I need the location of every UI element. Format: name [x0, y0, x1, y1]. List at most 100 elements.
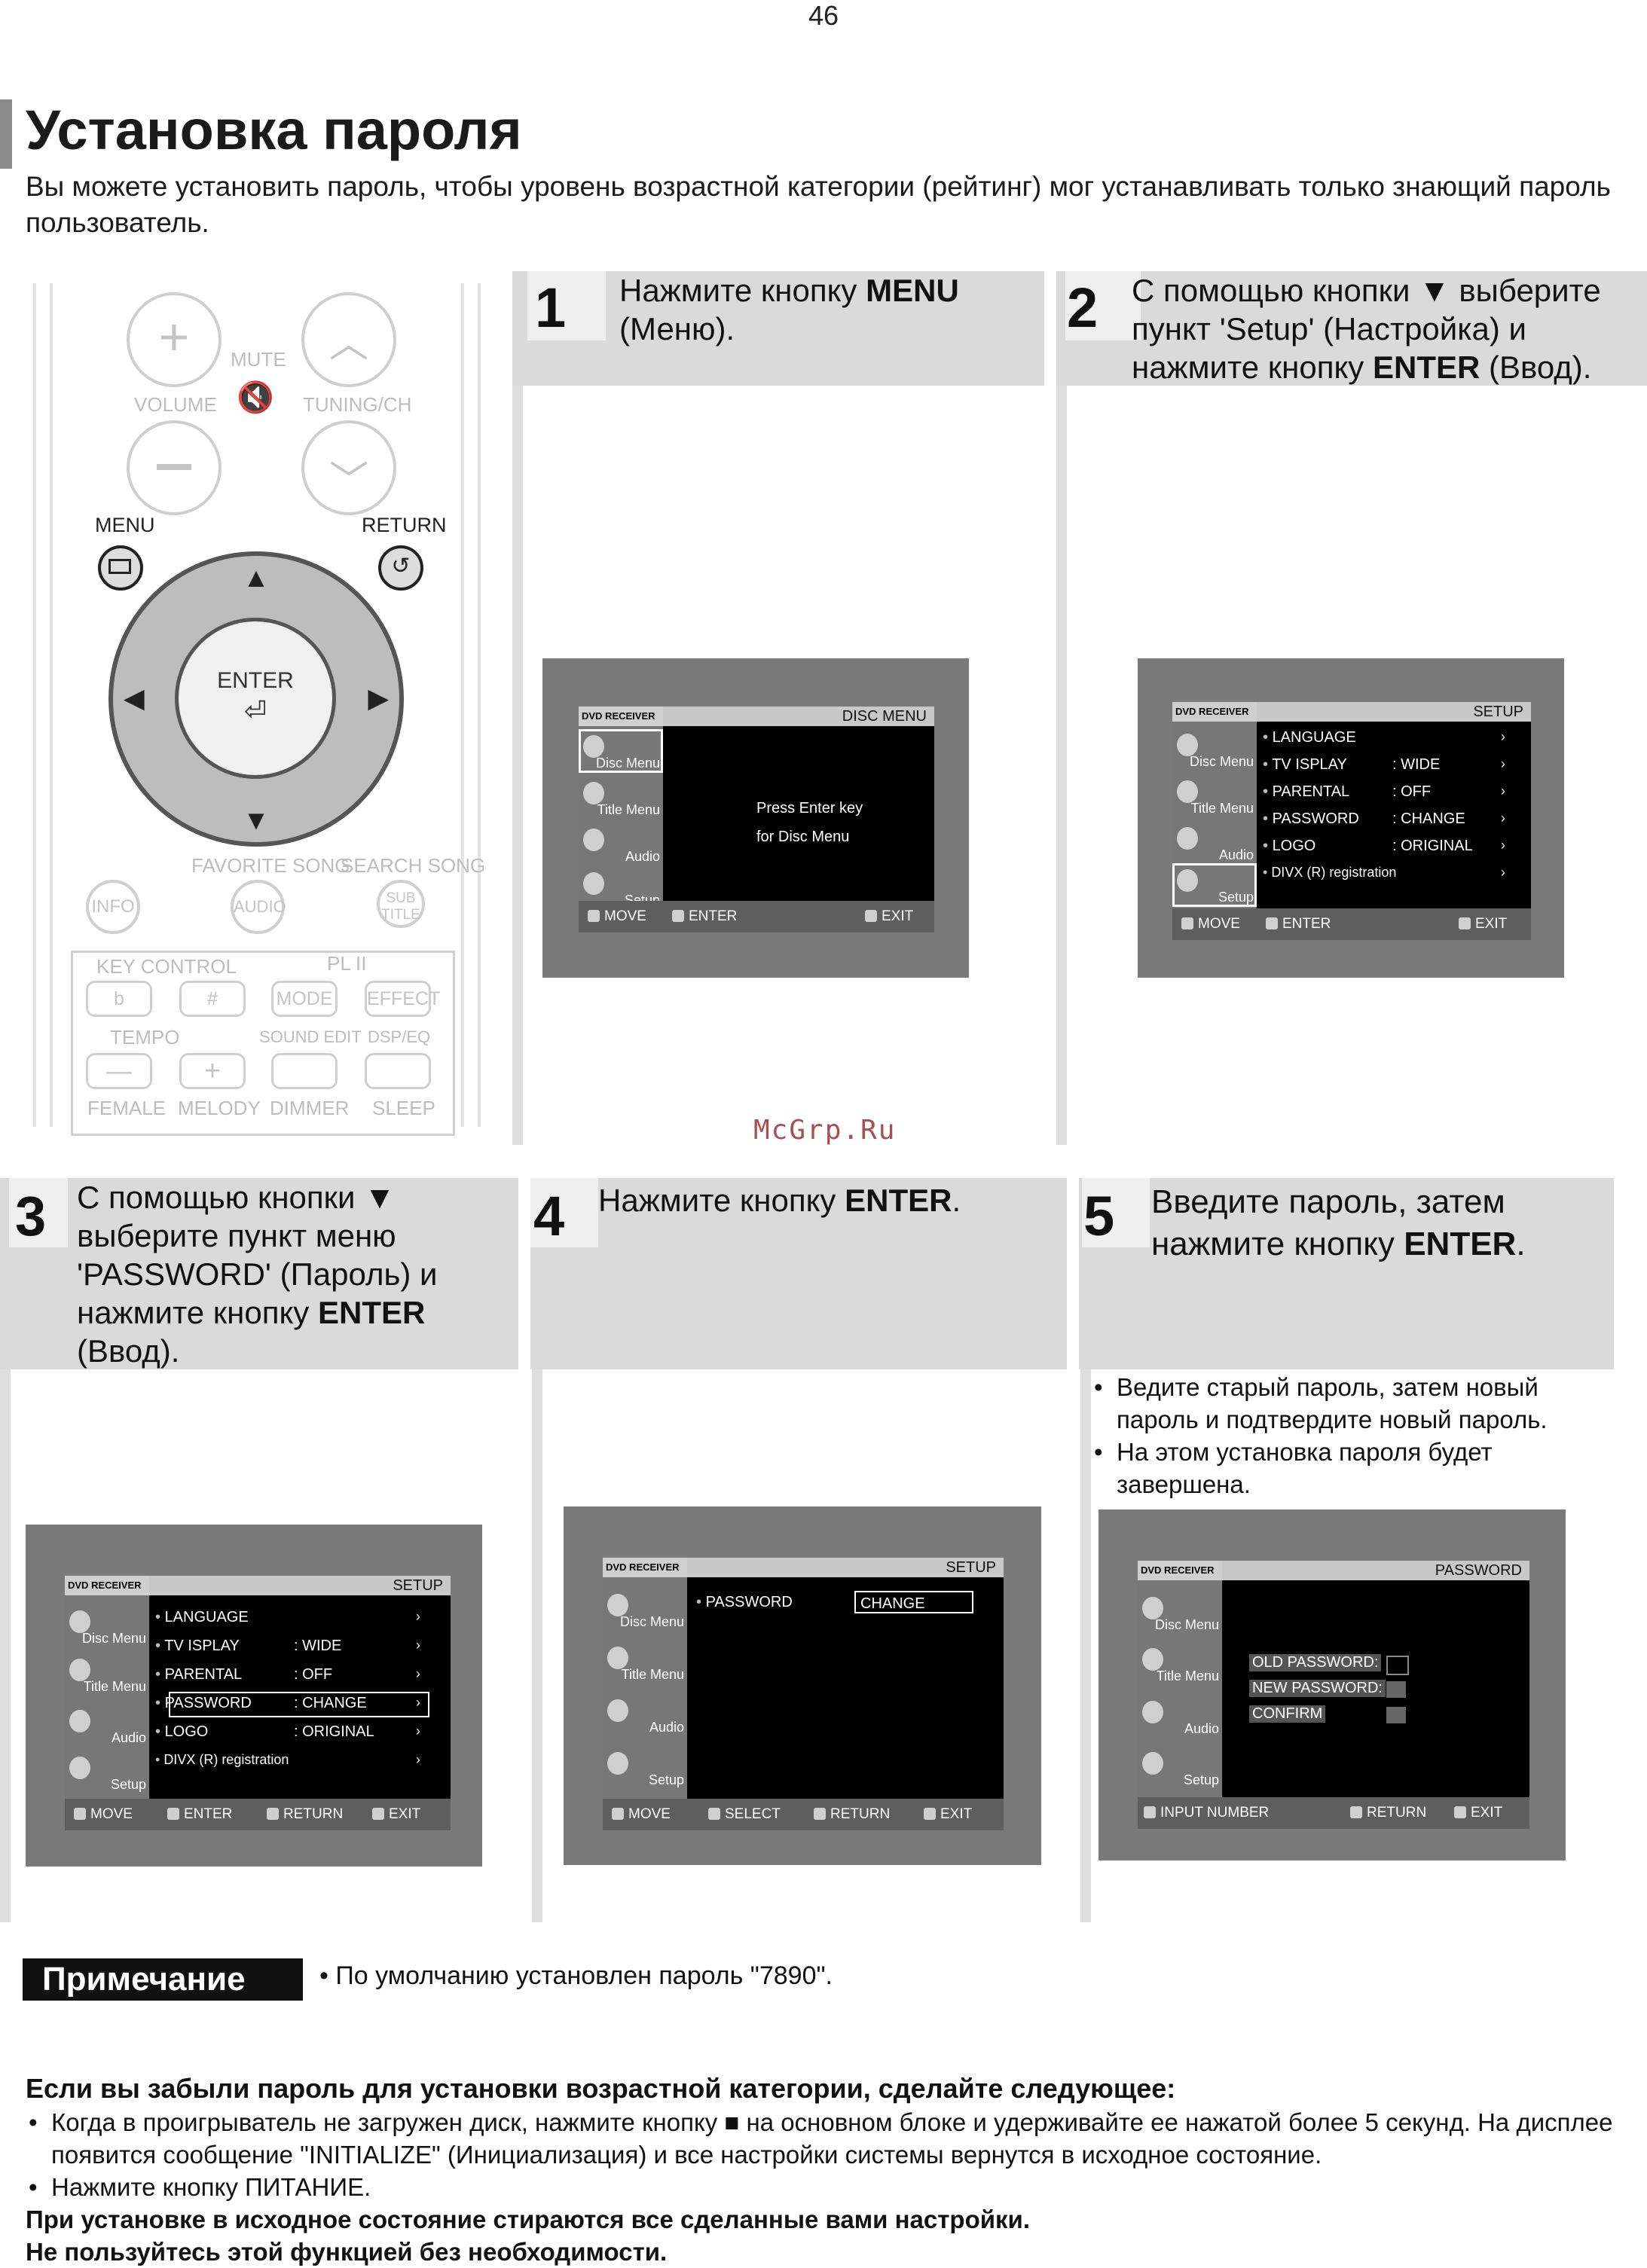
value-change: CHANGE	[294, 1695, 367, 1712]
gear-icon	[69, 1757, 90, 1779]
step-text-pre: Нажмите кнопку	[619, 273, 866, 308]
tv-screen: DVD RECEIVER SETUP Disc Menu Title Menu …	[603, 1558, 1004, 1830]
sidebar-item-setup: Setup	[1172, 863, 1257, 907]
old-password-field	[1386, 1656, 1409, 1675]
menu-label: MENU	[95, 514, 155, 536]
tv-screen: DVD RECEIVER DISC MENU Disc Menu Title M…	[579, 707, 934, 933]
chevron-up-icon: ︿	[328, 322, 368, 366]
footer-exit: EXIT	[1459, 916, 1507, 933]
tempo-label: TEMPO	[110, 1026, 180, 1049]
step-text: Нажмите кнопку ENTER.	[598, 1181, 1058, 1219]
step-2-column-line	[1056, 386, 1067, 1145]
gear-icon	[583, 872, 604, 895]
navigation-ring: ▲ ▼ ◀ ▶ ENTER ⏎	[108, 551, 404, 847]
sidebar-item-label: Audio	[1184, 1721, 1219, 1736]
remote-edge-line	[50, 283, 53, 1127]
menu-item-password: PASSWORD	[696, 1594, 793, 1611]
sidebar-item-audio: Audio	[1138, 1695, 1222, 1738]
sidebar-item-label: Title Menu	[83, 1679, 146, 1694]
step-text-pre: С помощью кнопки ▼ выберите пункт меню '…	[77, 1180, 438, 1330]
menu-item-tv-display: TV ISPLAY	[155, 1638, 240, 1655]
sidebar-item-label: Disc Menu	[1189, 754, 1254, 769]
footer-exit: EXIT	[1454, 1805, 1502, 1821]
step-text-key: ENTER	[1372, 350, 1480, 385]
screen-brand: DVD RECEIVER	[1138, 1561, 1222, 1580]
step-1-header: 1 Нажмите кнопку MENU (Меню).	[512, 271, 1044, 386]
screen-message: Press Enter key	[756, 800, 863, 817]
volume-down-button	[127, 420, 222, 515]
menu-item-divx: DIVX (R) registration	[155, 1752, 289, 1768]
note-label: Примечание	[23, 1958, 303, 2001]
new-password-label: NEW PASSWORD:	[1249, 1680, 1386, 1697]
step-text: С помощью кнопки ▼ выберите пункт 'Setup…	[1132, 271, 1644, 386]
speaker-icon	[69, 1710, 90, 1732]
step-5-note: На этом установка пароля будет завершена…	[1089, 1436, 1617, 1500]
tuning-down-button: ﹀	[301, 420, 396, 515]
menu-button	[98, 545, 143, 591]
page-number: 46	[808, 0, 839, 31]
menu-item-tv-display: TV ISPLAY	[1263, 756, 1347, 774]
step-number: 3	[15, 1185, 47, 1247]
return-label: RETURN	[362, 514, 447, 536]
screen-header: SETUP	[1257, 702, 1531, 722]
screen-brand: DVD RECEIVER	[579, 707, 663, 726]
step-text-key: MENU	[866, 273, 959, 308]
sidebar-item-label: Disc Menu	[619, 1614, 684, 1629]
tuning-label: TUNING/CH	[303, 393, 412, 416]
footer-enter: ENTER	[167, 1806, 232, 1823]
step-5-notes: Ведите старый пароль, затем новый пароль…	[1089, 1371, 1617, 1500]
arrow-up-icon: ▲	[243, 562, 270, 593]
plus-icon: +	[158, 307, 190, 366]
sidebar-item-audio: Audio	[603, 1693, 687, 1737]
sharp-button: #	[179, 981, 246, 1017]
return-icon: ↺	[391, 554, 411, 578]
tempo-down-button: —	[86, 1053, 152, 1089]
sidebar-item-setup: Setup	[1138, 1746, 1222, 1790]
sidebar-item-audio: Audio	[65, 1704, 149, 1748]
sidebar-item-disc-menu: Disc Menu	[1172, 728, 1257, 771]
step-text-key: ENTER	[1404, 1226, 1517, 1262]
step-text-post: .	[1516, 1226, 1526, 1262]
arrow-left-icon: ◀	[124, 682, 145, 713]
screen-header: DISC MENU	[663, 707, 934, 726]
tuning-up-button: ︿	[301, 292, 396, 387]
sidebar-item-label: Title Menu	[621, 1667, 684, 1682]
speaker-icon	[583, 829, 604, 851]
step-5-header: 5 Введите пароль, затем нажмите кнопку E…	[1079, 1178, 1614, 1369]
gear-icon	[607, 1752, 628, 1775]
screen-setup-password-selected: DVD RECEIVER SETUP Disc Menu Title Menu …	[26, 1525, 482, 1867]
forgot-warning: При установке в исходное состояние стира…	[26, 2205, 1030, 2233]
disc-icon	[583, 735, 604, 758]
menu-item-parental: PARENTAL	[1263, 783, 1350, 801]
step-number-box	[1065, 271, 1141, 340]
mute-icon: 🔇	[237, 381, 274, 414]
step-number-box	[9, 1178, 68, 1247]
forgot-step: Нажмите кнопку ПИТАНИЕ.	[26, 2171, 1638, 2203]
disc-icon	[1177, 734, 1198, 756]
mute-label: MUTE	[231, 348, 286, 371]
step-4-column-line	[532, 1369, 542, 1922]
footer-return: RETURN	[1350, 1805, 1426, 1821]
sidebar-item-disc-menu: Disc Menu	[579, 729, 663, 773]
menu-item-language: LANGUAGE	[1263, 729, 1356, 746]
menu-item-language: LANGUAGE	[155, 1609, 249, 1626]
sidebar-item-disc-menu: Disc Menu	[65, 1604, 149, 1648]
step-text: Введите пароль, затем нажмите кнопку ENT…	[1151, 1181, 1603, 1265]
watermark: McGrp.Ru	[753, 1115, 897, 1146]
arrow-down-icon: ▼	[243, 804, 270, 835]
remote-edge-line	[478, 283, 481, 1127]
speaker-icon	[607, 1699, 628, 1722]
tv-screen: DVD RECEIVER SETUP Disc Menu Title Menu …	[1172, 702, 1531, 940]
step-text-post: (Ввод).	[1480, 350, 1592, 385]
screen-password-entry: DVD RECEIVER PASSWORD Disc Menu Title Me…	[1099, 1509, 1566, 1860]
sidebar-item-label: Title Menu	[1190, 801, 1254, 816]
sidebar-item-label: Setup	[110, 1777, 146, 1792]
sidebar-item-label: Disc Menu	[81, 1631, 146, 1646]
step-text-pre: Нажмите кнопку	[598, 1183, 845, 1218]
search-song-label: SEARCH SONG	[341, 854, 486, 877]
sidebar-item-title-menu: Title Menu	[603, 1641, 687, 1684]
sidebar-item-label: Audio	[649, 1720, 684, 1735]
flat-button: b	[86, 981, 152, 1017]
footer-move: MOVE	[588, 908, 646, 925]
value-off: OFF	[1392, 783, 1431, 801]
